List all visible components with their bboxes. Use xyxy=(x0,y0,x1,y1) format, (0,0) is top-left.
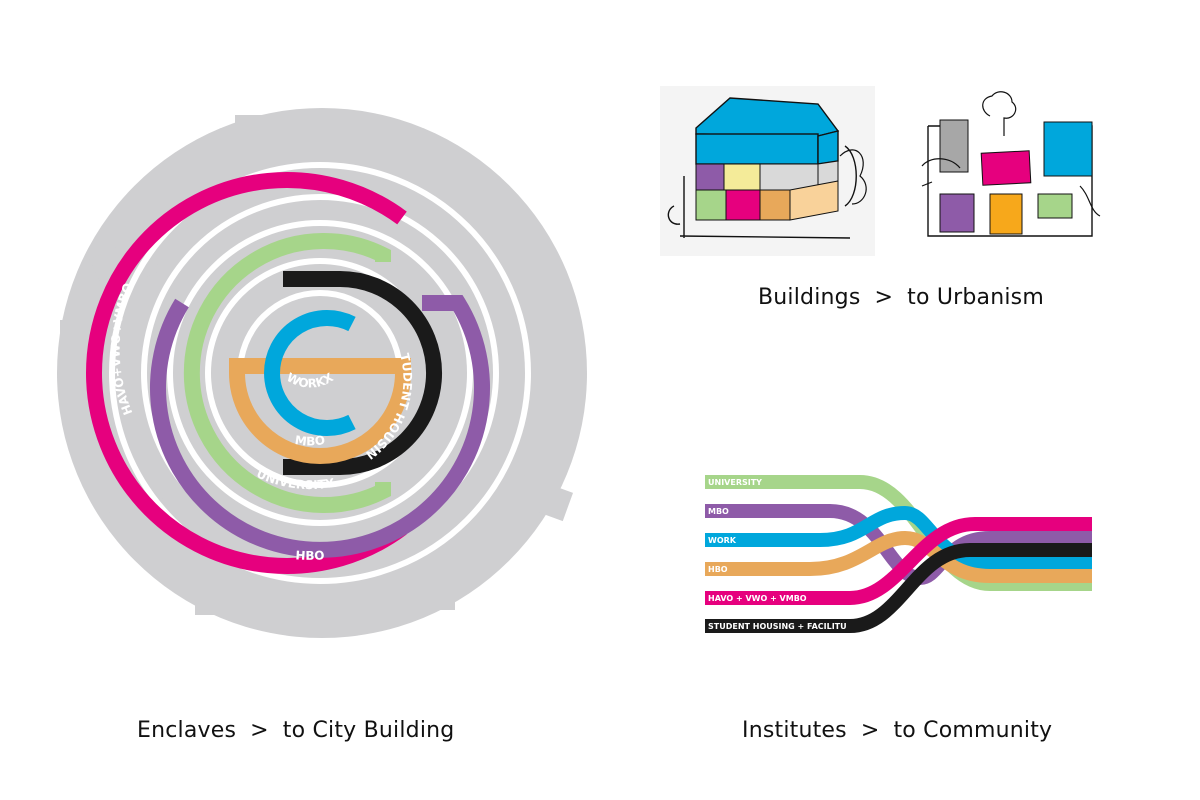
caption-institutes-arrow: > xyxy=(860,718,880,743)
ring-green xyxy=(183,233,391,513)
ring-blue xyxy=(264,310,356,436)
stream-label-hbo: HBO xyxy=(708,565,728,574)
building-sketch xyxy=(660,86,875,256)
caption-buildings-arrow: > xyxy=(874,285,894,310)
caption-buildings: Buildings > to Urbanism xyxy=(758,285,1044,310)
stream-label-havo-vwo-vmbo: HAVO + VWO + VMBO xyxy=(708,594,807,603)
caption-institutes: Institutes > to Community xyxy=(742,718,1052,743)
stream-hbo xyxy=(705,530,1092,583)
caption-buildings-left: Buildings xyxy=(758,285,861,310)
ring-magenta xyxy=(86,172,407,574)
caption-institutes-right: to Community xyxy=(893,718,1053,743)
institutes-streams-diagram: UNIVERSITY MBO WORK HBO HAVO + VWO + VMB… xyxy=(705,475,1092,633)
stream-label-university: UNIVERSITY xyxy=(708,478,762,487)
urbanism-sketch xyxy=(921,91,1101,237)
caption-institutes-left: Institutes xyxy=(742,718,847,743)
building-sketches xyxy=(660,86,1101,256)
stream-label-mbo: MBO xyxy=(708,507,729,516)
caption-enclaves-right: to City Building xyxy=(282,718,455,743)
caption-enclaves: Enclaves > to City Building xyxy=(137,718,454,743)
stream-student-housing xyxy=(705,543,1092,633)
caption-buildings-right: to Urbanism xyxy=(907,285,1044,310)
label-hbo: HBO xyxy=(295,548,325,563)
label-workx: WORKX xyxy=(284,370,336,391)
caption-enclaves-arrow: > xyxy=(250,718,269,743)
stream-label-student-housing: STUDENT HOUSING + FACILITU xyxy=(708,622,847,631)
stream-havo-vwo-vmbo xyxy=(705,517,1092,605)
caption-enclaves-left: Enclaves xyxy=(137,718,237,743)
label-mbo: MBO xyxy=(294,433,326,449)
ring-black xyxy=(283,271,442,475)
enclaves-circle-diagram: HAVO+VWO+VMBO HBO UNIVERSITY STUDENT HOU… xyxy=(0,0,587,638)
ring-orange xyxy=(229,358,411,464)
ring-purple xyxy=(150,295,490,558)
stream-label-work: WORK xyxy=(708,536,737,545)
